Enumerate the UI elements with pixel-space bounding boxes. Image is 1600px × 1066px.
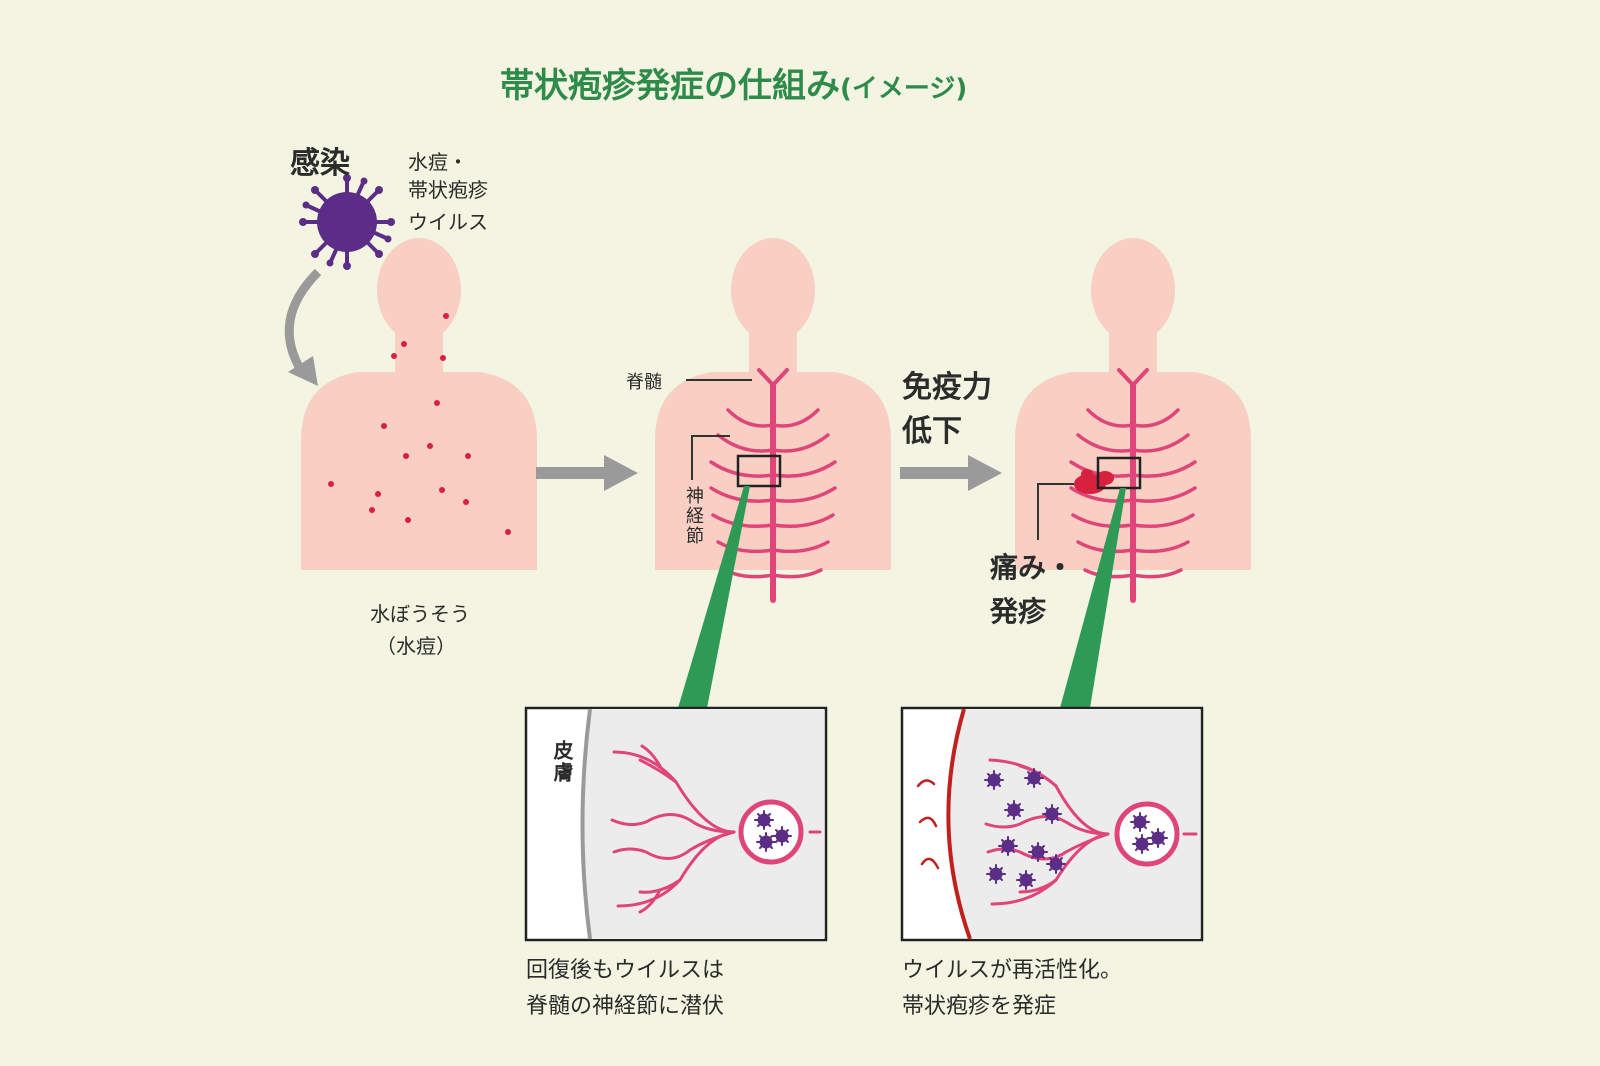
caption-right-line2: 帯状疱疹を発症 [902, 994, 1057, 1019]
ganglion-label: 神経節 [683, 486, 704, 546]
immunity-label-line1: 免疫力 [902, 370, 992, 405]
infection-label: 感染 [290, 146, 350, 181]
ganglion-box-left [736, 454, 782, 488]
pain-label-line2: 発疹 [990, 595, 1047, 628]
caption-left-line2: 脊髄の神経節に潜伏 [526, 994, 725, 1019]
caption-left-line1: 回復後もウイルスは [526, 958, 725, 983]
immunity-label-line2: 低下 [902, 414, 962, 449]
rash-dots [328, 313, 511, 535]
virus-icon [299, 174, 395, 270]
ganglion-box-right [1096, 456, 1142, 490]
chickenpox-label-line1: 水ぼうそう [370, 602, 470, 626]
right-arrow-icon [900, 455, 1002, 491]
title-main-text: 帯状疱疹発症の仕組み [500, 66, 840, 106]
spinal-cord-label: 脊髄 [626, 372, 662, 393]
ganglion-leader [691, 435, 730, 480]
virus-label-line2: 帯状疱疹 [408, 178, 488, 202]
curved-arrow-icon [284, 268, 322, 386]
caption-right-line1: ウイルスが再活性化。 [902, 958, 1123, 983]
chickenpox-label-line2: （水痘） [376, 634, 456, 658]
title-sub-text: (イメージ) [840, 74, 968, 104]
pain-leader [1037, 483, 1074, 540]
zoom-beam-right [1060, 488, 1126, 708]
detail-panel-reactivated [900, 706, 1204, 942]
detail-panel-latent [524, 706, 828, 942]
right-arrow-icon [536, 455, 638, 491]
virus-label-line1: 水痘・ [408, 150, 468, 174]
skin-layer-label: 皮膚 [550, 740, 574, 784]
pain-label-line1: 痛み・ [990, 551, 1075, 584]
page-title: 帯状疱疹発症の仕組み(イメージ) [500, 58, 967, 107]
zoom-beam-left [678, 486, 750, 708]
virus-label-line3: ウイルス [408, 210, 488, 234]
body-chickenpox [301, 238, 537, 570]
